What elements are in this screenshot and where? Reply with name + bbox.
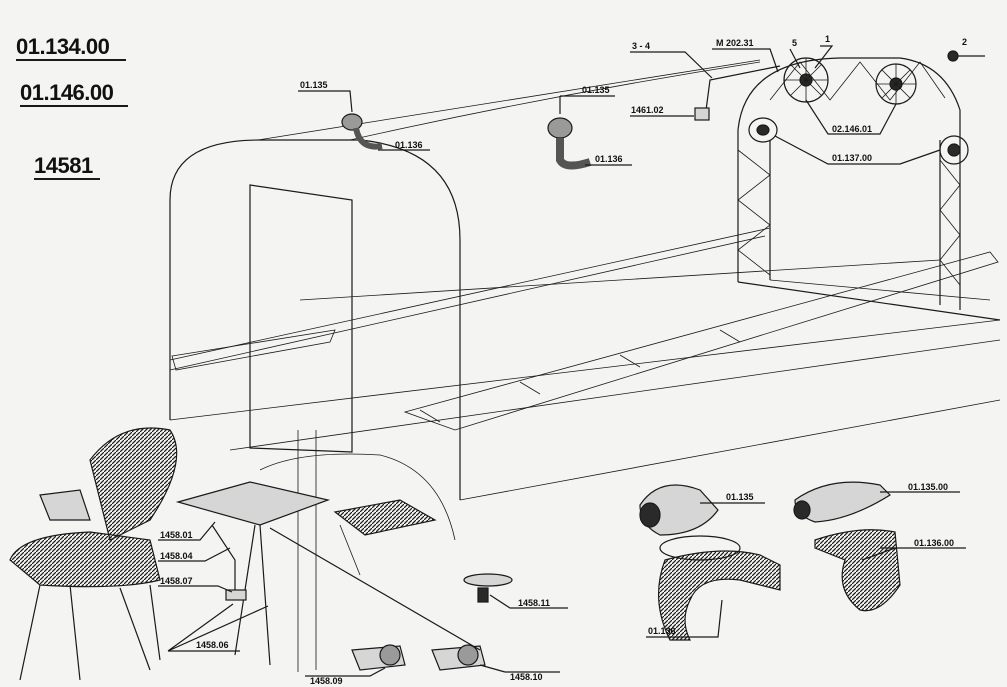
label-145811: 1458.11	[518, 598, 550, 608]
label-145807: 1458.07	[160, 576, 193, 586]
label-5: 5	[792, 38, 797, 48]
label-3-4: 3 - 4	[632, 41, 650, 51]
label-145810: 1458.10	[510, 672, 543, 682]
label-145804: 1458.04	[160, 551, 193, 561]
folding-table	[175, 481, 437, 666]
fan-assemblies	[694, 50, 985, 165]
label-0113600: 01.136.00	[914, 538, 954, 548]
label-0113700: 01.137.00	[832, 153, 872, 163]
label-146102: 1461.02	[631, 105, 664, 115]
label-01135-b: 01.135	[582, 85, 610, 95]
label-01136-a: 01.136	[395, 140, 423, 150]
title-code-2: 01.146.00	[20, 80, 114, 105]
label-0113500: 01.135.00	[908, 482, 948, 492]
label-145801: 1458.01	[160, 530, 193, 540]
label-01136-c: 01.136	[648, 626, 676, 636]
label-01136-b: 01.136	[595, 154, 623, 164]
title-code-1: 01.134.00	[16, 34, 110, 59]
label-01135-c: 01.135	[726, 492, 754, 502]
part-labels: 01.135 01.136 01.135 01.136 1461.02 3 - …	[158, 34, 967, 686]
label-1: 1	[825, 34, 830, 44]
upper-vents	[341, 113, 592, 170]
seat-chair	[9, 427, 178, 681]
label-01135-a: 01.135	[300, 80, 328, 90]
label-145806: 1458.06	[196, 640, 229, 650]
hardware-parts	[351, 573, 513, 671]
label-m20231: M 202.31	[716, 38, 754, 48]
label-0214601: 02.146.01	[832, 124, 872, 134]
title-code-3: 14581	[34, 153, 93, 178]
cabin-frame	[169, 57, 1001, 672]
vent-detail	[639, 481, 901, 641]
label-2: 2	[962, 37, 967, 47]
label-145809: 1458.09	[310, 676, 343, 686]
